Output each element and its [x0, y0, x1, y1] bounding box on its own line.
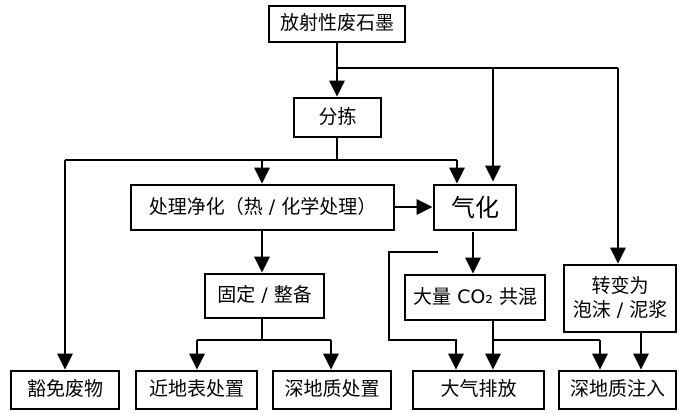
node-gasification: 气化 [433, 184, 517, 231]
node-label: 近地表处置 [148, 378, 244, 401]
node-exempt-waste: 豁免废物 [10, 370, 120, 410]
node-label: 处理净化（热 / 化学处理） [148, 195, 377, 218]
node-deep-geological-injection: 深地质注入 [558, 370, 677, 410]
node-label: 深地质注入 [569, 378, 665, 401]
node-label: 放射性废石墨 [279, 12, 394, 35]
node-sorting: 分拣 [293, 97, 382, 138]
node-label: 大气排放 [440, 378, 517, 401]
node-label-line2: 泡沫 / 泥浆 [572, 298, 668, 321]
node-label: 气化 [451, 193, 499, 222]
node-label: 固定 / 整备 [217, 284, 312, 307]
node-co2-mixing: 大量 CO₂ 共混 [404, 274, 546, 321]
node-radioactive-graphite: 放射性废石墨 [268, 5, 406, 43]
node-label: 豁免废物 [26, 378, 103, 401]
node-label-line1: 转变为 [591, 274, 649, 297]
node-atmospheric-release: 大气排放 [412, 370, 545, 410]
node-label: 分拣 [318, 105, 357, 128]
node-deep-geological-disposal: 深地质处置 [272, 370, 392, 410]
arrow-gasification-to-atmosphere [388, 251, 464, 370]
node-label: 深地质处置 [284, 378, 380, 401]
node-purification: 处理净化（热 / 化学处理） [130, 184, 395, 231]
node-label: 大量 CO₂ 共混 [413, 285, 537, 308]
node-convert-foam-slurry: 转变为 泡沫 / 泥浆 [563, 264, 677, 333]
node-near-surface-disposal: 近地表处置 [135, 370, 258, 410]
node-fixation: 固定 / 整备 [204, 273, 325, 319]
